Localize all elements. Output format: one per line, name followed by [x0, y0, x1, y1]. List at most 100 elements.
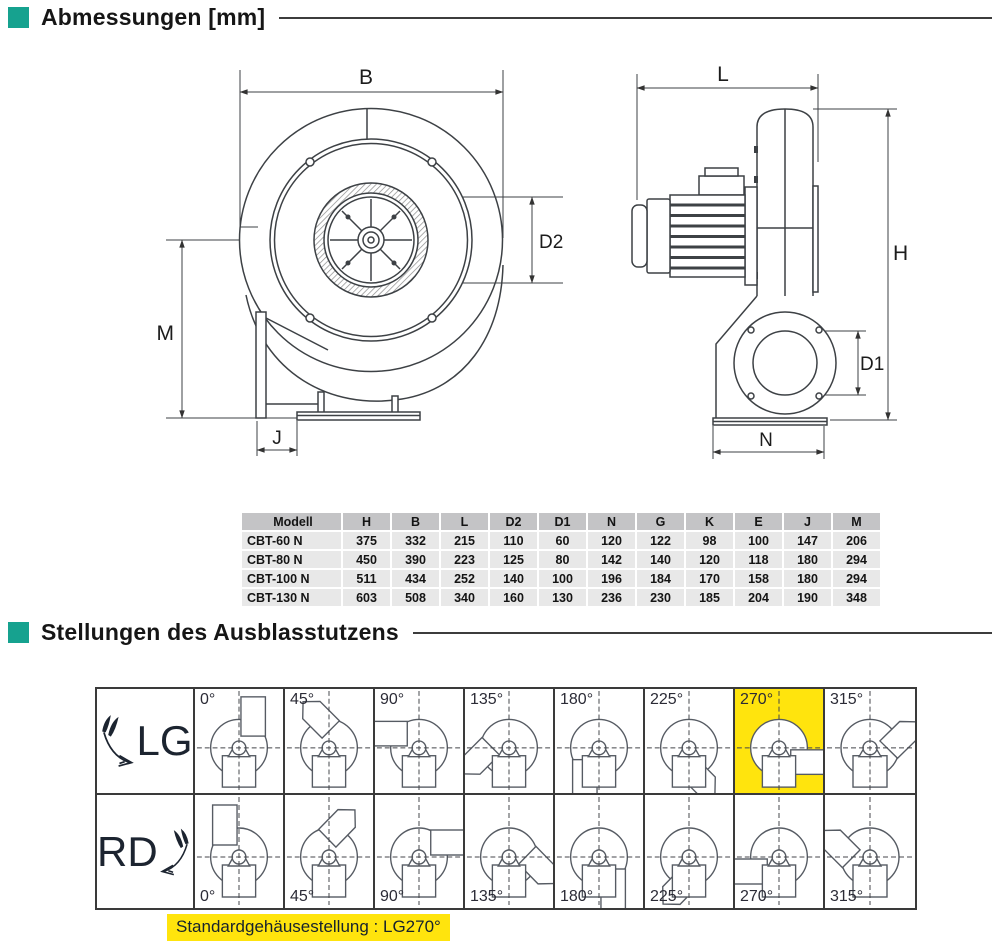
column-header-k: K: [686, 513, 733, 530]
fan-position-glyph: [825, 797, 913, 905]
dimension-value-cell: 180: [784, 551, 831, 568]
dimension-value-cell: 184: [637, 570, 684, 587]
fan-position-glyph: [375, 690, 462, 791]
position-cell-rd-315: 315°: [825, 795, 915, 908]
dimension-value-cell: 130: [539, 589, 586, 606]
dimension-value-cell: 142: [588, 551, 635, 568]
fan-side-outline: [631, 108, 837, 426]
rotation-row-label: RD: [97, 827, 158, 875]
dimension-value-cell: 147: [784, 532, 831, 549]
angle-label: 135°: [470, 691, 504, 708]
position-cell-lg-315: 315°: [825, 689, 915, 795]
fan-position-glyph: [646, 690, 732, 793]
dimension-value-cell: 511: [343, 570, 390, 587]
dimension-value-cell: 140: [637, 551, 684, 568]
angle-label: 315°: [830, 691, 864, 708]
position-cell-lg-225: 225°: [645, 689, 735, 795]
model-name-cell: CBT-60 N: [242, 532, 341, 549]
position-cell-lg-270: 270°: [735, 689, 825, 795]
dimension-value-cell: 206: [833, 532, 880, 549]
dimension-value-cell: 603: [343, 589, 390, 606]
fan-position-glyph: [736, 690, 823, 791]
header-rule: [412, 631, 992, 634]
position-cell-rd-225: 225°: [645, 795, 735, 908]
dimension-value-cell: 348: [833, 589, 880, 606]
angle-label: 180°: [560, 888, 594, 905]
section-header-positions: Stellungen des Ausblasstutzens: [8, 619, 992, 646]
dim-label-d1: D1: [860, 354, 884, 375]
dimension-value-cell: 180: [784, 570, 831, 587]
angle-label: 90°: [380, 888, 405, 905]
dimension-value-cell: 160: [490, 589, 537, 606]
angle-label: 90°: [380, 691, 405, 708]
dimension-value-cell: 340: [441, 589, 488, 606]
dimension-value-cell: 236: [588, 589, 635, 606]
dimension-value-cell: 190: [784, 589, 831, 606]
fan-position-glyph: [376, 797, 463, 905]
dim-label-h: H: [893, 242, 908, 265]
position-cell-lg-0: 0°: [195, 689, 285, 795]
dimension-value-cell: 110: [490, 532, 537, 549]
dimension-value-cell: 294: [833, 551, 880, 568]
fan-position-glyph: [286, 797, 372, 905]
position-cell-lg-90: 90°: [375, 689, 465, 795]
angle-label: 135°: [470, 888, 504, 905]
rotation-row-label: LG: [136, 717, 193, 764]
dimension-value-cell: 125: [490, 551, 537, 568]
angle-label: 45°: [290, 888, 315, 905]
dimension-value-cell: 332: [392, 532, 439, 549]
model-name-cell: CBT-80 N: [242, 551, 341, 568]
dim-label-j: J: [272, 428, 282, 449]
column-header-d1: D1: [539, 513, 586, 530]
position-cell-rd-270: 270°: [735, 795, 825, 908]
dimension-value-cell: 204: [735, 589, 782, 606]
column-header-g: G: [637, 513, 684, 530]
dimension-value-cell: 223: [441, 551, 488, 568]
column-header-h: H: [343, 513, 390, 530]
position-cell-rd-135: 135°: [465, 795, 555, 908]
dimension-value-cell: 294: [833, 570, 880, 587]
position-cell-rd-0: 0°: [195, 795, 285, 908]
fan-front-outline: [238, 107, 504, 421]
angle-label: 225°: [650, 888, 684, 905]
dimension-value-cell: 80: [539, 551, 586, 568]
dim-label-m: M: [157, 322, 175, 345]
angle-label: 0°: [200, 888, 216, 905]
column-header-l: L: [441, 513, 488, 530]
column-header-e: E: [735, 513, 782, 530]
dimension-value-cell: 120: [686, 551, 733, 568]
rd-rotation-arrow-icon: [159, 828, 189, 875]
dimension-value-cell: 60: [539, 532, 586, 549]
section-bullet-icon: [8, 622, 29, 643]
angle-label: 315°: [830, 888, 864, 905]
dimension-value-cell: 100: [539, 570, 586, 587]
fan-position-glyph: [196, 797, 282, 905]
position-cell-rd-180: 180°: [555, 795, 645, 908]
position-cell-lg-45: 45°: [285, 689, 375, 795]
dimension-value-cell: 450: [343, 551, 390, 568]
dimension-value-cell: 230: [637, 589, 684, 606]
fan-position-glyph: [286, 690, 372, 791]
rotation-label-cell-rd: RD: [97, 795, 195, 908]
rotation-label-cell-lg: LG: [97, 689, 195, 795]
column-header-modell: Modell: [242, 513, 341, 530]
side-view-drawing: L H D1 N: [631, 63, 908, 459]
fan-position-glyph: [827, 690, 915, 791]
angle-label: 180°: [560, 691, 594, 708]
fan-position-glyph: [556, 797, 642, 908]
dimension-value-cell: 185: [686, 589, 733, 606]
dimension-value-cell: 215: [441, 532, 488, 549]
dim-label-b: B: [359, 66, 373, 89]
model-name-cell: CBT-130 N: [242, 589, 341, 606]
dimension-value-cell: 140: [490, 570, 537, 587]
column-header-j: J: [784, 513, 831, 530]
dimension-value-cell: 508: [392, 589, 439, 606]
dimension-value-cell: 120: [588, 532, 635, 549]
column-header-n: N: [588, 513, 635, 530]
front-view-drawing: B D2 M J: [157, 66, 563, 456]
